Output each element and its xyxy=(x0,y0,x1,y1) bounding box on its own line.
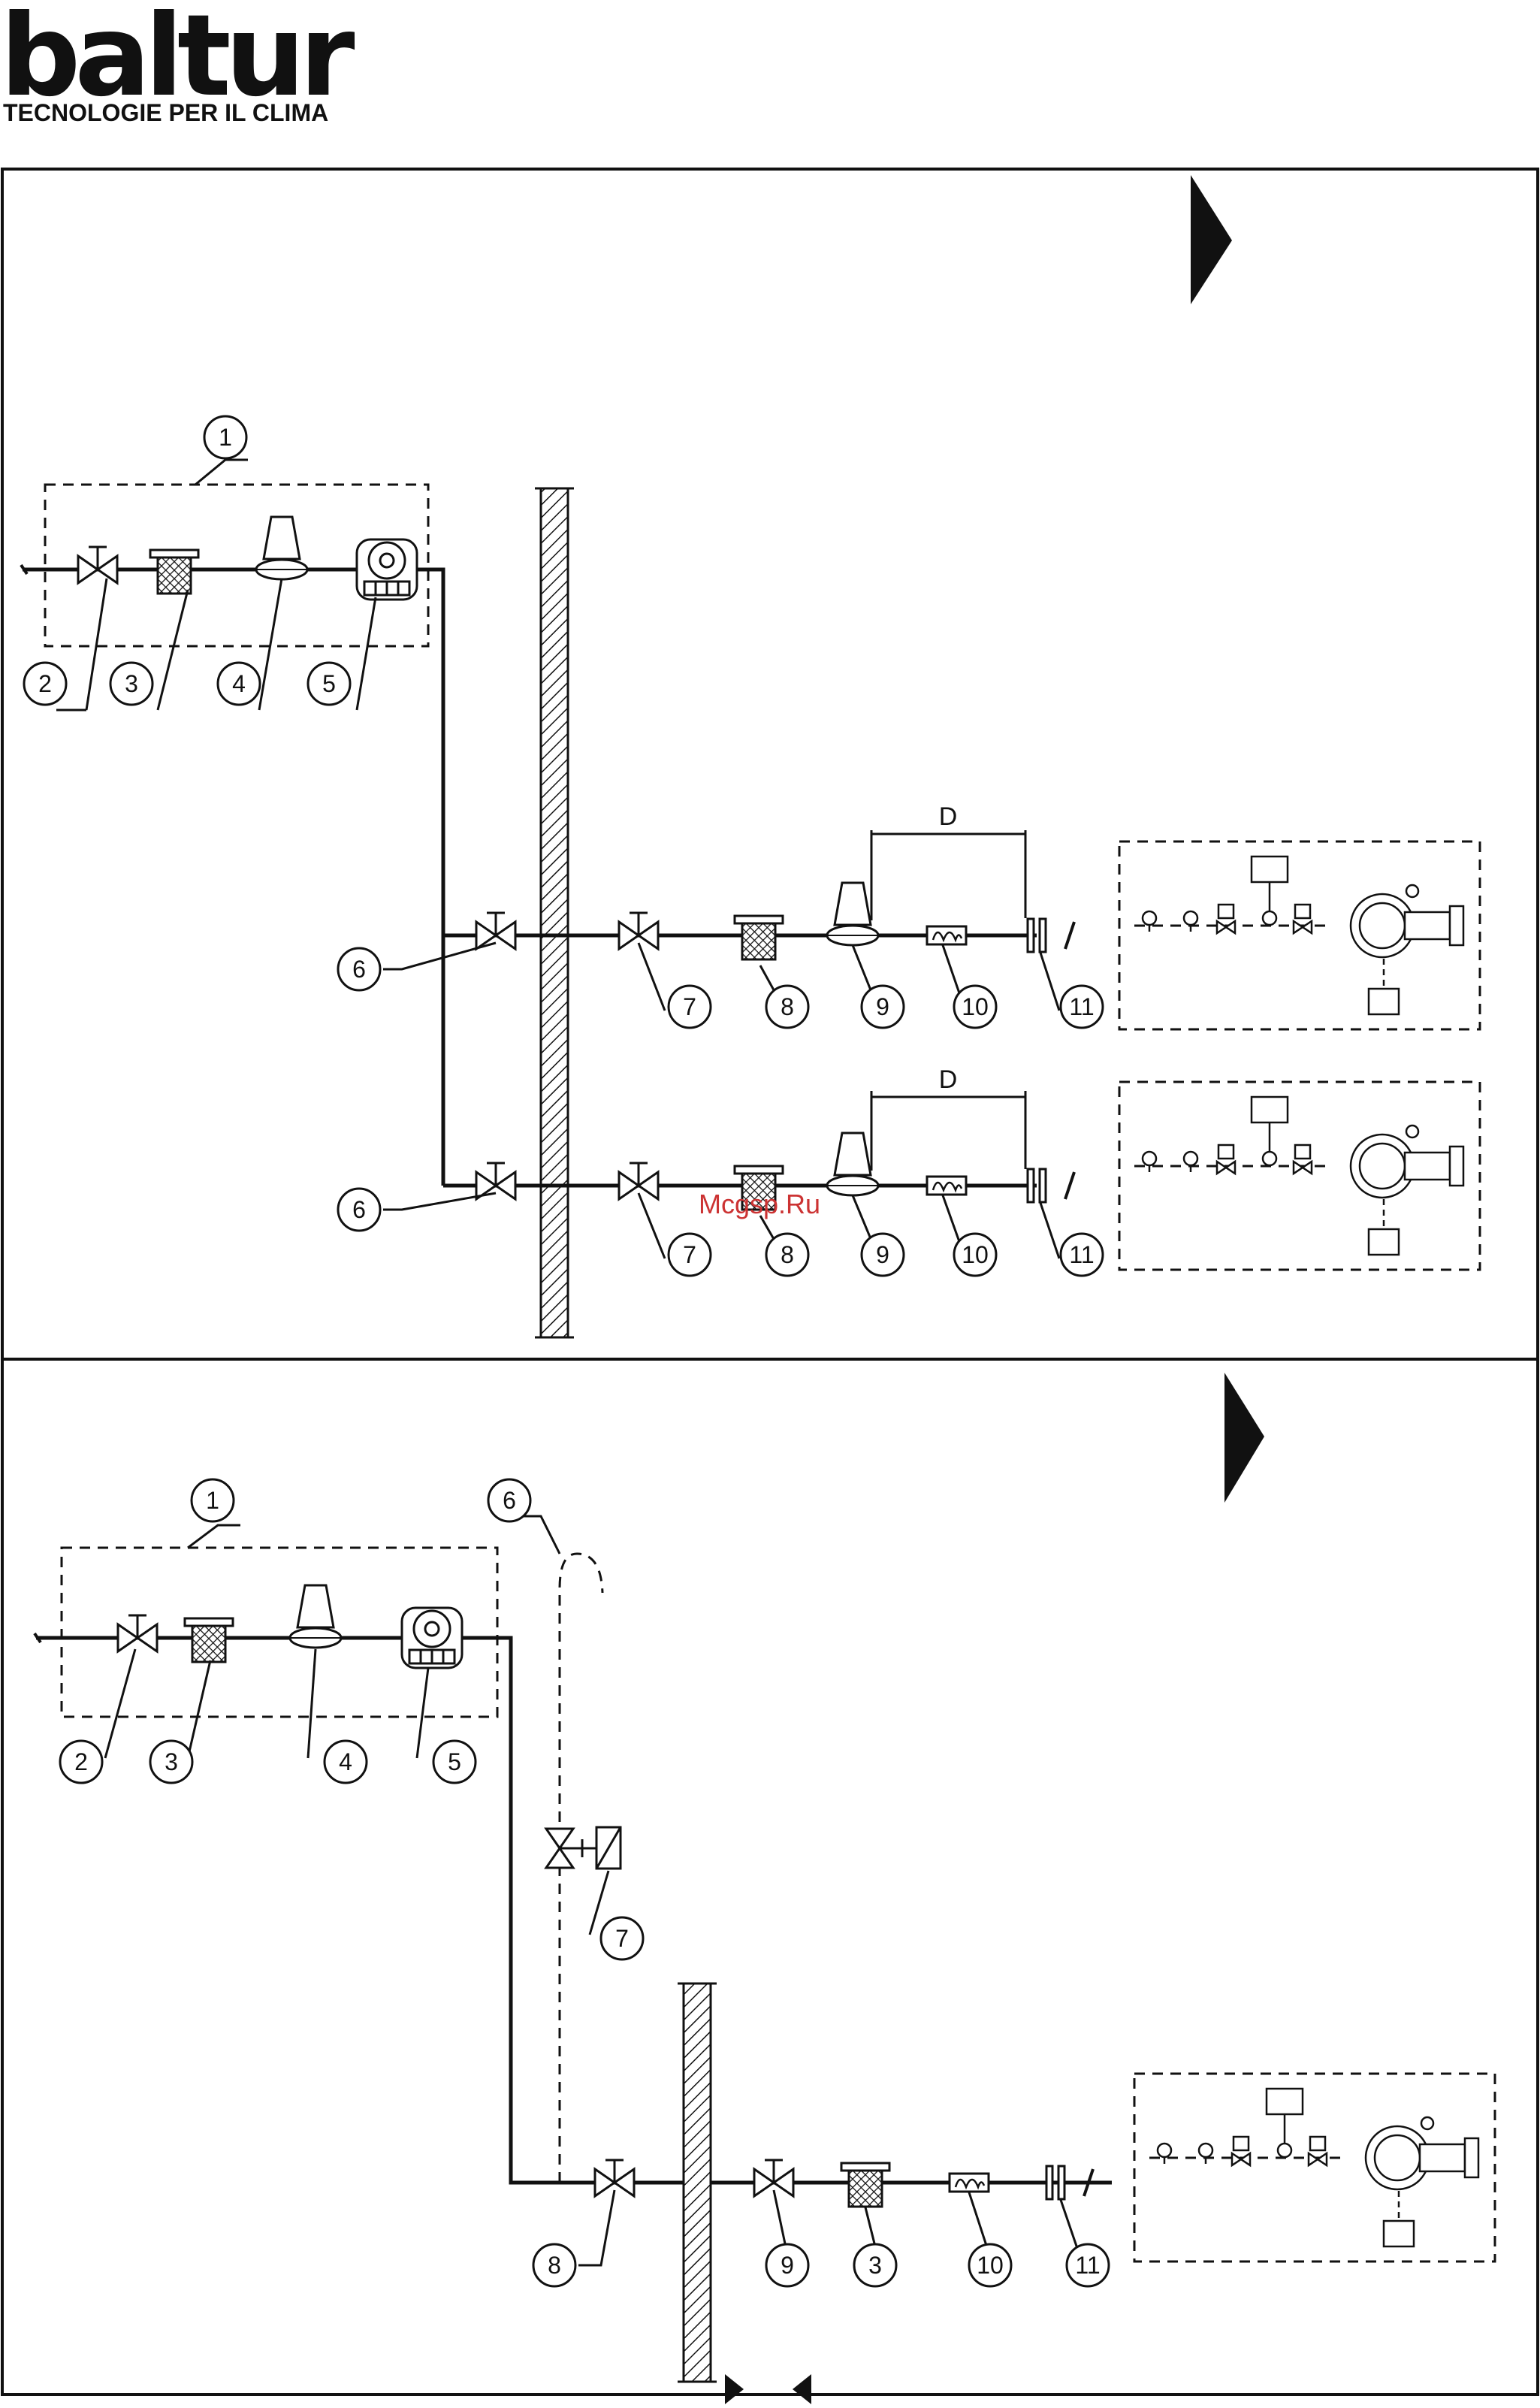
callout-9: 9 xyxy=(862,1234,904,1276)
svg-text:9: 9 xyxy=(781,2252,794,2279)
callout-11: 11 xyxy=(1061,986,1103,1028)
svg-text:5: 5 xyxy=(322,670,336,697)
svg-text:11: 11 xyxy=(1075,2252,1100,2279)
svg-text:6: 6 xyxy=(352,956,366,983)
svg-text:3: 3 xyxy=(125,670,138,697)
callout-6: 6 xyxy=(338,1189,380,1231)
callout-1: 1 xyxy=(204,416,246,458)
svg-text:5: 5 xyxy=(448,1748,461,1775)
callout-2: 2 xyxy=(60,1741,102,1783)
callout-10: 10 xyxy=(954,1234,996,1276)
svg-text:10: 10 xyxy=(962,993,989,1020)
svg-text:1: 1 xyxy=(219,424,232,451)
callout-6: 6 xyxy=(338,948,380,990)
callout-7: 7 xyxy=(669,1234,711,1276)
svg-text:9: 9 xyxy=(876,993,889,1020)
callout-3: 3 xyxy=(854,2244,896,2286)
callout-7: 7 xyxy=(669,986,711,1028)
svg-text:7: 7 xyxy=(615,1925,629,1952)
diagram-1: D D xyxy=(21,416,1480,1337)
svg-text:3: 3 xyxy=(165,1748,178,1775)
svg-text:7: 7 xyxy=(683,993,696,1020)
svg-text:7: 7 xyxy=(683,1241,696,1268)
arrow-right-icon xyxy=(1224,1373,1264,1503)
svg-text:4: 4 xyxy=(339,1748,352,1775)
svg-text:4: 4 xyxy=(232,670,246,697)
svg-text:6: 6 xyxy=(352,1196,366,1223)
callout-11: 11 xyxy=(1061,1234,1103,1276)
svg-text:10: 10 xyxy=(962,1241,989,1268)
svg-text:11: 11 xyxy=(1069,993,1094,1020)
svg-text:10: 10 xyxy=(977,2252,1004,2279)
arrow-right-icon xyxy=(1191,175,1232,304)
svg-text:8: 8 xyxy=(781,1241,794,1268)
svg-text:8: 8 xyxy=(781,993,794,1020)
svg-text:2: 2 xyxy=(38,670,52,697)
callout-1: 1 xyxy=(192,1479,234,1521)
svg-text:8: 8 xyxy=(548,2252,561,2279)
svg-text:11: 11 xyxy=(1069,1241,1094,1268)
callout-4: 4 xyxy=(325,1741,367,1783)
callout-5: 5 xyxy=(308,663,350,705)
callout-10: 10 xyxy=(969,2244,1011,2286)
callout-2: 2 xyxy=(24,663,66,705)
callout-3: 3 xyxy=(150,1741,192,1783)
dimension-label: D xyxy=(939,1065,958,1094)
watermark: Mcgsp.Ru xyxy=(699,1189,820,1219)
svg-text:2: 2 xyxy=(74,1748,88,1775)
callout-10: 10 xyxy=(954,986,996,1028)
dimension-label: D xyxy=(939,802,958,831)
nav-arrow-right-icon xyxy=(725,2374,744,2404)
callout-9: 9 xyxy=(766,2244,808,2286)
callout-6: 6 xyxy=(488,1479,530,1521)
nav-arrow-left-icon xyxy=(793,2374,811,2404)
callout-9: 9 xyxy=(862,986,904,1028)
diagram-2: 1 2 3 4 5 6 7 8 9 3 10 11 xyxy=(35,1479,1495,2382)
svg-text:1: 1 xyxy=(206,1487,219,1514)
frame-diagram-2 xyxy=(2,1359,1538,2394)
callout-8: 8 xyxy=(766,1234,808,1276)
callout-5: 5 xyxy=(433,1741,476,1783)
callout-4: 4 xyxy=(218,663,260,705)
callout-7: 7 xyxy=(601,1917,643,1959)
callout-8: 8 xyxy=(766,986,808,1028)
svg-text:6: 6 xyxy=(503,1487,516,1514)
svg-text:9: 9 xyxy=(876,1241,889,1268)
callout-3: 3 xyxy=(110,663,152,705)
callout-8: 8 xyxy=(533,2244,575,2286)
svg-text:3: 3 xyxy=(868,2252,882,2279)
callout-11: 11 xyxy=(1067,2244,1109,2286)
